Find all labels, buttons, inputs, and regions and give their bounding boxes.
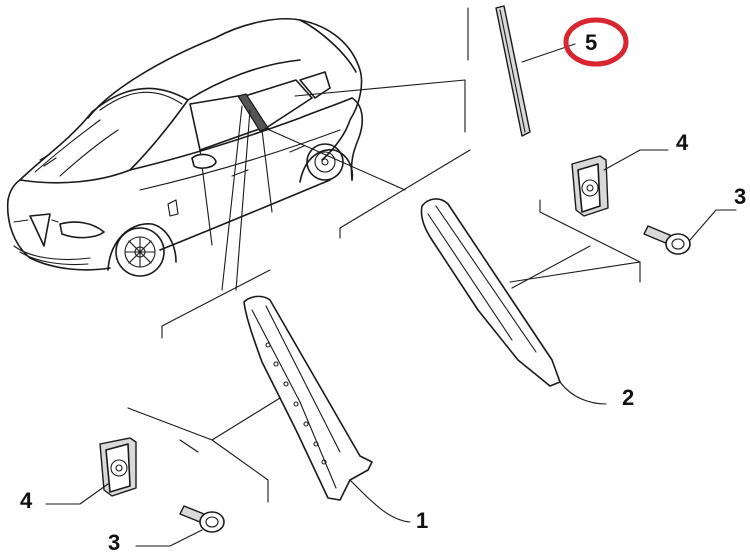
part-3-screw-top <box>643 209 737 255</box>
part-number-5: 5 <box>585 30 597 55</box>
part-number-4-bottom: 4 <box>20 488 33 513</box>
part-1-pillar-inner <box>243 295 411 523</box>
part-3-screw-bottom <box>135 505 225 547</box>
part-number-3-top: 3 <box>734 184 746 209</box>
part-number-2: 2 <box>622 385 634 410</box>
part-4-clip-top <box>571 149 669 217</box>
part-5-pillar-trim <box>495 5 576 137</box>
part-4-clip-bottom <box>45 437 137 505</box>
callout-lines <box>221 79 466 291</box>
perspective-lines <box>127 7 641 503</box>
part-2-pillar-cover <box>420 198 607 405</box>
part-number-1: 1 <box>416 508 428 533</box>
highlight-circle <box>563 17 629 67</box>
part-number-4-top: 4 <box>676 130 689 155</box>
part-number-3-bottom: 3 <box>108 530 120 555</box>
